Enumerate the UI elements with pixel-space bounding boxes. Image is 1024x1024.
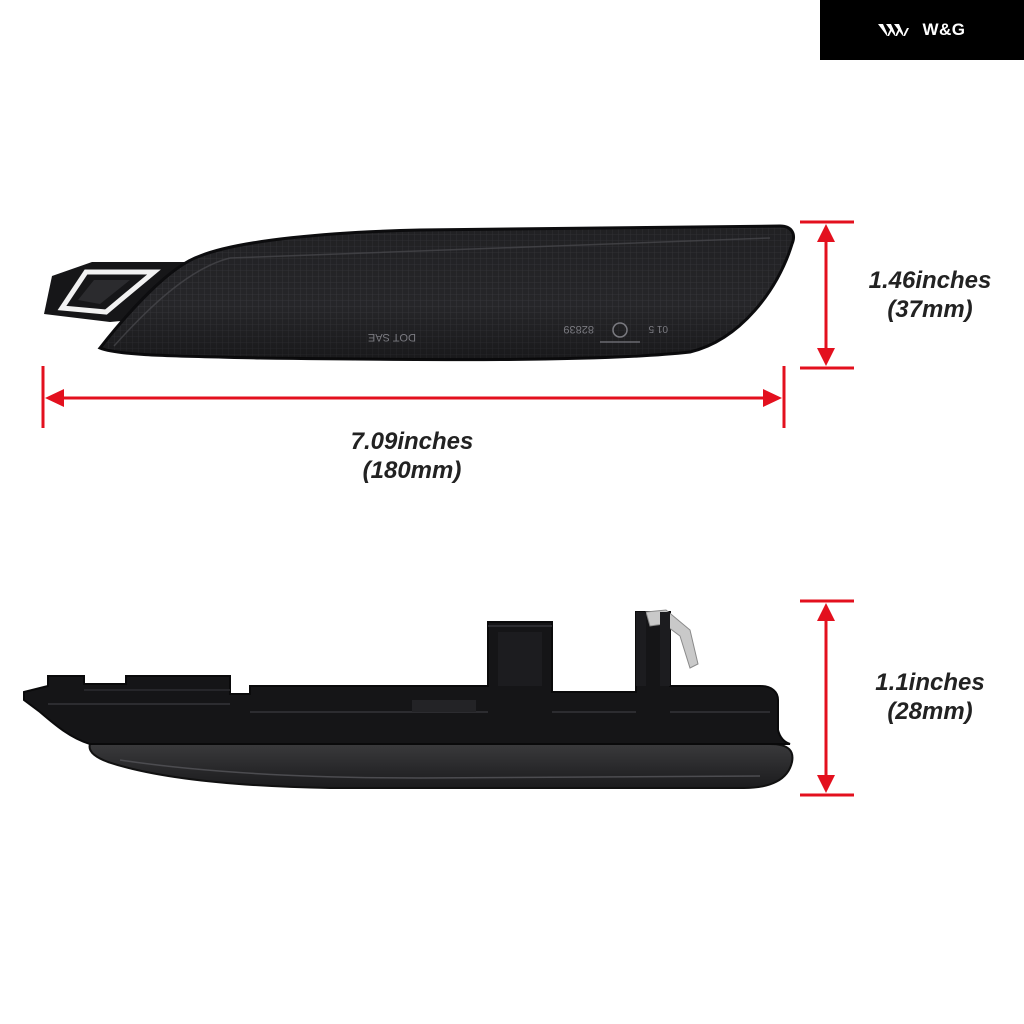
side-marker-side-view: [23, 609, 794, 789]
dimension-line-top-height: [800, 220, 854, 370]
lens-marking-cert: 01 5: [648, 323, 668, 334]
side-marker-top-view: DOT SAE 82839 01 5: [44, 224, 795, 362]
lens-marking-code: 82839: [563, 323, 594, 335]
width-inches: 7.09inches: [350, 428, 474, 455]
height-inches-top: 1.46inches: [868, 267, 992, 294]
height-label-top: 1.46inches (37mm): [846, 266, 1014, 324]
brand-badge: W&G: [820, 0, 1024, 60]
height-mm-top: (37mm): [887, 296, 973, 323]
metal-clip: [645, 609, 699, 669]
dimension-line-width: [41, 366, 786, 428]
height-label-bottom: 1.1inches (28mm): [846, 668, 1014, 726]
height-inches-bottom: 1.1inches: [875, 669, 985, 696]
width-mm: (180mm): [362, 457, 462, 484]
height-mm-bottom: (28mm): [887, 698, 973, 725]
smoked-lens-edge: [88, 743, 794, 789]
cert-mark-icon: [612, 322, 628, 338]
width-label: 7.09inches (180mm): [322, 427, 502, 485]
lens-marking-dot-sae: DOT SAE: [368, 331, 416, 343]
dimension-line-bottom-height: [800, 599, 854, 797]
triple-chevron-logo-icon: [878, 24, 910, 36]
brand-name: W&G: [922, 20, 966, 39]
